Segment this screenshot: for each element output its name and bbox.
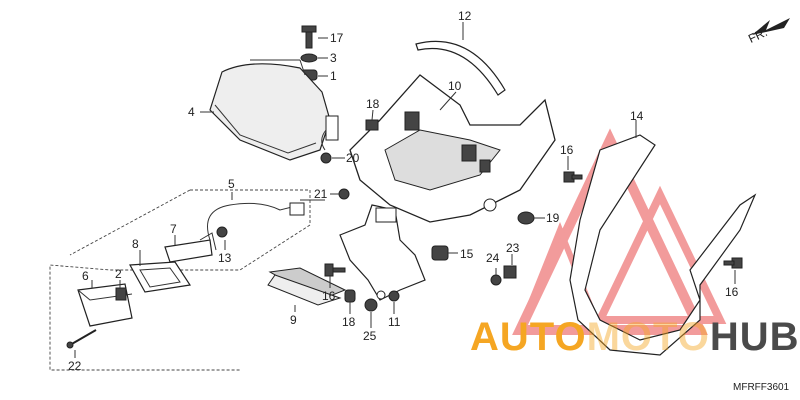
svg-text:AUTOMOTOHUB: AUTOMOTOHUB — [470, 315, 800, 359]
callout-8: 8 — [132, 237, 139, 251]
part-16-bolt-upper — [563, 171, 583, 183]
callout-14: 14 — [630, 109, 644, 123]
callout-21: 20 — [346, 151, 360, 165]
part-14-side-bracket — [569, 134, 757, 356]
callout-3: 3 — [330, 51, 337, 65]
part-9-reflector — [267, 267, 347, 306]
watermark-hub: HUB — [710, 315, 800, 359]
callout-25: 25 — [363, 329, 377, 343]
callout-7: 7 — [170, 222, 177, 236]
callout-18-right: 19 — [546, 211, 560, 225]
part-12-trim-strip — [415, 40, 506, 96]
callout-12: 12 — [458, 9, 472, 23]
part-11-washer — [388, 290, 400, 302]
part-7-bulb-socket — [164, 232, 217, 263]
part-20-screw — [66, 329, 97, 349]
callout-10: 10 — [448, 79, 462, 93]
callout-16-right: 16 — [725, 285, 739, 299]
callout-20: 22 — [68, 359, 82, 373]
part-23-nut — [503, 265, 517, 279]
callout-24: 24 — [486, 251, 500, 265]
part-16-bolt-right — [723, 257, 743, 269]
callout-23: 23 — [506, 241, 520, 255]
callout-4: 4 — [188, 105, 195, 119]
part-22-nut — [338, 188, 350, 200]
part-13-grommet — [216, 226, 228, 238]
part-15-rubber-block — [431, 245, 449, 261]
callout-9: 9 — [290, 313, 297, 327]
part-2-bulb — [115, 287, 127, 301]
front-direction-arrow-icon — [752, 18, 790, 35]
diagram-code: MFRFF3601 — [733, 382, 790, 393]
watermark-auto: AUTO — [470, 315, 587, 359]
part-18-grommet — [517, 211, 535, 225]
callout-1: 1 — [330, 69, 337, 83]
callout-6: 6 — [82, 269, 89, 283]
callout-13: 13 — [218, 251, 232, 265]
part-3-washer — [300, 53, 318, 63]
callout-18-lower: 18 — [342, 315, 356, 329]
part-19-bolt — [301, 25, 317, 49]
license-plate-bracket — [339, 204, 426, 301]
callout-22: 21 — [314, 187, 328, 201]
part-25-bolt — [364, 298, 378, 312]
part-8-gasket — [129, 261, 192, 293]
part-5-wire-harness — [207, 202, 301, 241]
part-4-tail-light — [209, 63, 339, 161]
part-21-nut — [320, 152, 332, 164]
part-16-bolt-center — [324, 263, 346, 277]
part-18-lower-grommet — [344, 289, 356, 303]
callout-16-center: 16 — [322, 289, 336, 303]
part-17-clip — [365, 119, 379, 131]
callout-16-upper: 16 — [560, 143, 574, 157]
callout-2: 2 — [115, 267, 122, 281]
callout-17: 18 — [366, 97, 380, 111]
part-10-rear-fender — [349, 74, 556, 223]
callout-11: 11 — [388, 315, 401, 329]
callout-15: 15 — [460, 247, 474, 261]
watermark-moto: MOTO — [587, 315, 710, 359]
callout-19: 17 — [330, 31, 344, 45]
part-24-washer — [490, 274, 502, 286]
callout-5: 5 — [228, 177, 235, 191]
